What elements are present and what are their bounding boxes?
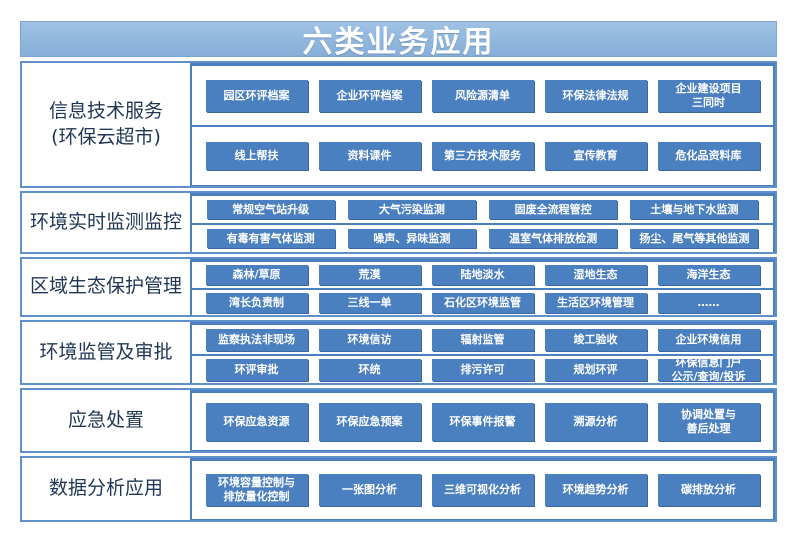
section-items-panel: 环保应急资源环保应急预案环保事件报警溯源分析协调处置与善后处理 — [190, 390, 775, 451]
application-item-box: 园区环评档案 — [205, 79, 308, 112]
application-item-box: 环境信访 — [318, 328, 421, 351]
item-row: 园区环评档案企业环评档案风险源清单环保法律法规企业建设项目三同时 — [192, 66, 773, 125]
item-row: 线上帮扶资料课件第三方技术服务宣传教育危化品资料库 — [192, 127, 773, 185]
application-item-box: 监察执法非现场 — [205, 328, 308, 351]
application-item-box: 常规空气站升级 — [206, 200, 335, 219]
application-item-box: 环境趋势分析 — [544, 474, 647, 506]
application-item-box: 土壤与地下水监测 — [630, 200, 759, 219]
application-item-box: 资料课件 — [318, 142, 421, 170]
section-items-panel: 常规空气站升级大气污染监测固废全流程管控土壤与地下水监测有毒有害气体监测噪声、异… — [190, 193, 775, 252]
application-item-box: 环保应急预案 — [318, 402, 421, 441]
diagram-title-text: 六类业务应用 — [302, 25, 495, 60]
application-item-box: 森林/草原 — [205, 265, 308, 285]
section-items-panel: 园区环评档案企业环评档案风险源清单环保法律法规企业建设项目三同时线上帮扶资料课件… — [190, 63, 775, 186]
section-items-panel: 森林/草原荒漠陆地淡水湿地生态海洋生态湾长负责制三线一单石化区环境监管生活区环境… — [190, 259, 775, 315]
application-item-box: 湾长负责制 — [205, 292, 308, 313]
item-row: 湾长负责制三线一单石化区环境监管生活区环境管理 …… — [192, 290, 773, 315]
section-label: 应急处置 — [22, 390, 190, 451]
application-item-box: 环保法律法规 — [544, 79, 647, 112]
application-item-box: 第三方技术服务 — [431, 142, 534, 170]
application-item-box: 危化品资料库 — [657, 142, 760, 170]
application-item-box: 线上帮扶 — [205, 142, 308, 170]
application-item-box: 环境容量控制与排放量化控制 — [205, 474, 308, 506]
application-item-box: 排污许可 — [431, 358, 534, 381]
application-item-box: 温室气体排放检测 — [489, 229, 618, 248]
section-4: 环境监管及审批监察执法非现场环境信访辐射监管竣工验收企业环境信用环评审批环统排污… — [20, 320, 777, 385]
application-item-box: 生活区环境管理 — [544, 292, 647, 313]
item-row: 监察执法非现场环境信访辐射监管竣工验收企业环境信用 — [192, 325, 773, 354]
item-row: 有毒有害气体监测噪声、异味监测温室气体排放检测扬尘、尾气等其他监测 — [192, 225, 773, 252]
application-item-box: 石化区环境监管 — [431, 292, 534, 313]
section-5: 应急处置环保应急资源环保应急预案环保事件报警溯源分析协调处置与善后处理 — [20, 388, 777, 453]
application-item-box: 环统 — [318, 358, 421, 381]
item-row: 森林/草原荒漠陆地淡水湿地生态海洋生态 — [192, 262, 773, 288]
section-6: 数据分析应用环境容量控制与排放量化控制一张图分析三维可视化分析环境趋势分析碳排放… — [20, 456, 777, 522]
application-item-box: 陆地淡水 — [431, 265, 534, 285]
application-item-box: 海洋生态 — [657, 265, 760, 285]
application-item-box: 风险源清单 — [431, 79, 534, 112]
section-label: 数据分析应用 — [22, 458, 190, 520]
application-item-box: 扬尘、尾气等其他监测 — [630, 229, 759, 248]
application-item-box: 协调处置与善后处理 — [657, 402, 760, 441]
application-item-box: 碳排放分析 — [657, 474, 760, 506]
section-3: 区域生态保护管理森林/草原荒漠陆地淡水湿地生态海洋生态湾长负责制三线一单石化区环… — [20, 257, 777, 317]
application-item-box: 企业环评档案 — [318, 79, 421, 112]
section-label: 环境实时监测监控 — [22, 193, 190, 252]
application-item-box: 三维可视化分析 — [431, 474, 534, 506]
application-item-box: 竣工验收 — [544, 328, 647, 351]
application-item-box: 溯源分析 — [544, 402, 647, 441]
application-item-box: 环保事件报警 — [431, 402, 534, 441]
section-2: 环境实时监测监控常规空气站升级大气污染监测固废全流程管控土壤与地下水监测有毒有害… — [20, 191, 777, 254]
section-items-panel: 监察执法非现场环境信访辐射监管竣工验收企业环境信用环评审批环统排污许可规划环评环… — [190, 322, 775, 383]
diagram-title: 六类业务应用 — [20, 21, 777, 60]
item-row: 常规空气站升级大气污染监测固废全流程管控土壤与地下水监测 — [192, 196, 773, 223]
application-item-box: 企业环境信用 — [657, 328, 760, 351]
application-item-box: 有毒有害气体监测 — [206, 229, 335, 248]
application-item-box: 一张图分析 — [318, 474, 421, 506]
application-item-box: 湿地生态 — [544, 265, 647, 285]
item-row: 环保应急资源环保应急预案环保事件报警溯源分析协调处置与善后处理 — [192, 393, 773, 450]
application-item-box: 辐射监管 — [431, 328, 534, 351]
section-label: 信息技术服务(环保云超市) — [22, 63, 190, 186]
application-item-box: 企业建设项目三同时 — [657, 79, 760, 112]
application-item-box: 规划环评 — [544, 358, 647, 381]
application-item-box: 三线一单 — [318, 292, 421, 313]
item-row: 环评审批环统排污许可规划环评环保信息门户公示/查询/投诉 — [192, 356, 773, 383]
item-row: 环境容量控制与排放量化控制一张图分析三维可视化分析环境趋势分析碳排放分析 — [192, 461, 773, 519]
application-item-box: 固废全流程管控 — [489, 200, 618, 219]
application-item-box: 环保应急资源 — [205, 402, 308, 441]
application-item-box: 大气污染监测 — [347, 200, 476, 219]
section-items-panel: 环境容量控制与排放量化控制一张图分析三维可视化分析环境趋势分析碳排放分析 — [190, 458, 775, 520]
section-1: 信息技术服务(环保云超市)园区环评档案企业环评档案风险源清单环保法律法规企业建设… — [20, 61, 777, 188]
application-item-box: 环保信息门户公示/查询/投诉 — [657, 358, 760, 381]
application-item-box: 环评审批 — [205, 358, 308, 381]
application-item-box: 荒漠 — [318, 265, 421, 285]
application-item-box: …… — [657, 292, 760, 313]
application-item-box: 宣传教育 — [544, 142, 647, 170]
section-label: 环境监管及审批 — [22, 322, 190, 383]
application-item-box: 噪声、异味监测 — [347, 229, 476, 248]
section-label: 区域生态保护管理 — [22, 259, 190, 315]
